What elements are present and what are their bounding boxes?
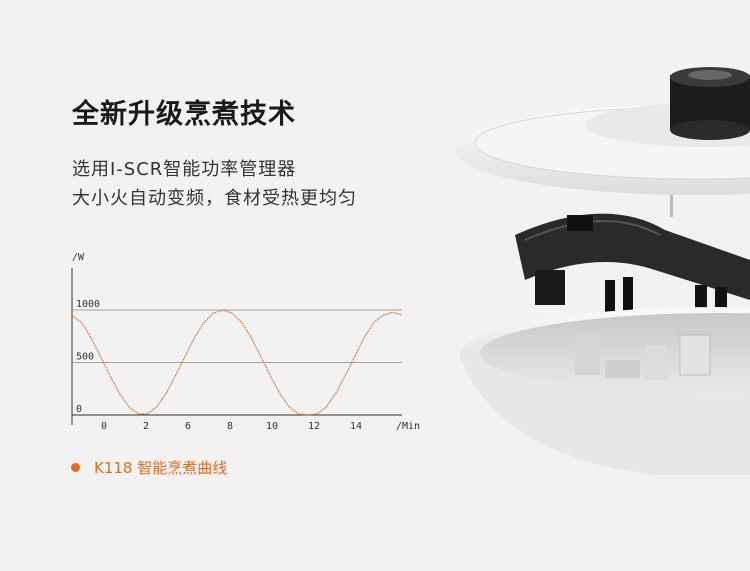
legend-label: K118 智能烹煮曲线	[94, 459, 228, 477]
x-tick-label: 2	[143, 421, 149, 432]
y-axis-label: /W	[72, 252, 85, 263]
subtitle-line-1: 选用I-SCR智能功率管理器	[72, 159, 297, 180]
y-tick-label: 500	[76, 352, 94, 363]
series-line	[71, 309, 403, 416]
x-axis-label: /Min	[396, 421, 420, 432]
kettle-base-exploded-image	[455, 67, 750, 475]
chart-legend: K118 智能烹煮曲线	[71, 457, 227, 478]
y-tick-label: 1000	[76, 299, 100, 310]
x-tick-label: 10	[266, 421, 278, 432]
x-tick-label: 8	[227, 421, 233, 432]
subtitle-line-2: 大小火自动变频，食材受热更均匀	[72, 188, 357, 209]
x-tick-label: 0	[101, 421, 107, 432]
legend-dot-icon	[71, 463, 80, 472]
power-curve-chart: 1000 500 0/W 0 2 6 8 10 12 14/Min	[71, 252, 420, 432]
x-tick-label: 6	[185, 421, 191, 432]
x-tick-label: 12	[308, 421, 320, 432]
page-title: 全新升级烹煮技术	[72, 99, 296, 130]
x-tick-label: 14	[350, 421, 362, 432]
y-tick-label: 0	[76, 404, 82, 415]
